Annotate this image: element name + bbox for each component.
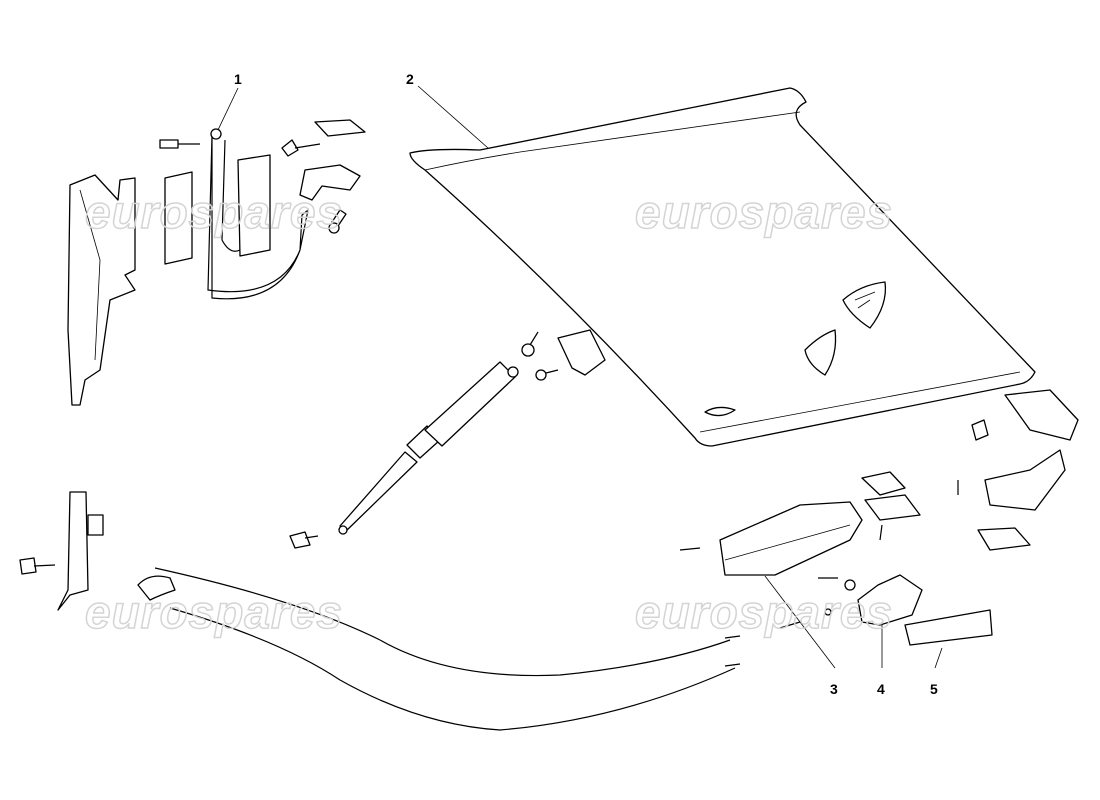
gas-strut	[289, 329, 606, 549]
left-latch	[19, 491, 104, 611]
callout-3: 3	[830, 681, 838, 697]
bonnet-lid	[409, 87, 1036, 447]
watermark: eurospares	[84, 585, 344, 639]
release-cables	[137, 567, 741, 731]
right-latch-assembly	[679, 389, 1079, 646]
watermark: eurospares	[634, 585, 894, 639]
callout-5: 5	[930, 681, 938, 697]
leader-lines	[217, 85, 943, 669]
callout-1: 1	[234, 71, 242, 87]
left-hinge-assembly	[67, 119, 366, 406]
callout-2: 2	[406, 71, 414, 87]
watermark: eurospares	[84, 185, 344, 239]
watermark: eurospares	[634, 185, 894, 239]
callout-4: 4	[877, 681, 885, 697]
